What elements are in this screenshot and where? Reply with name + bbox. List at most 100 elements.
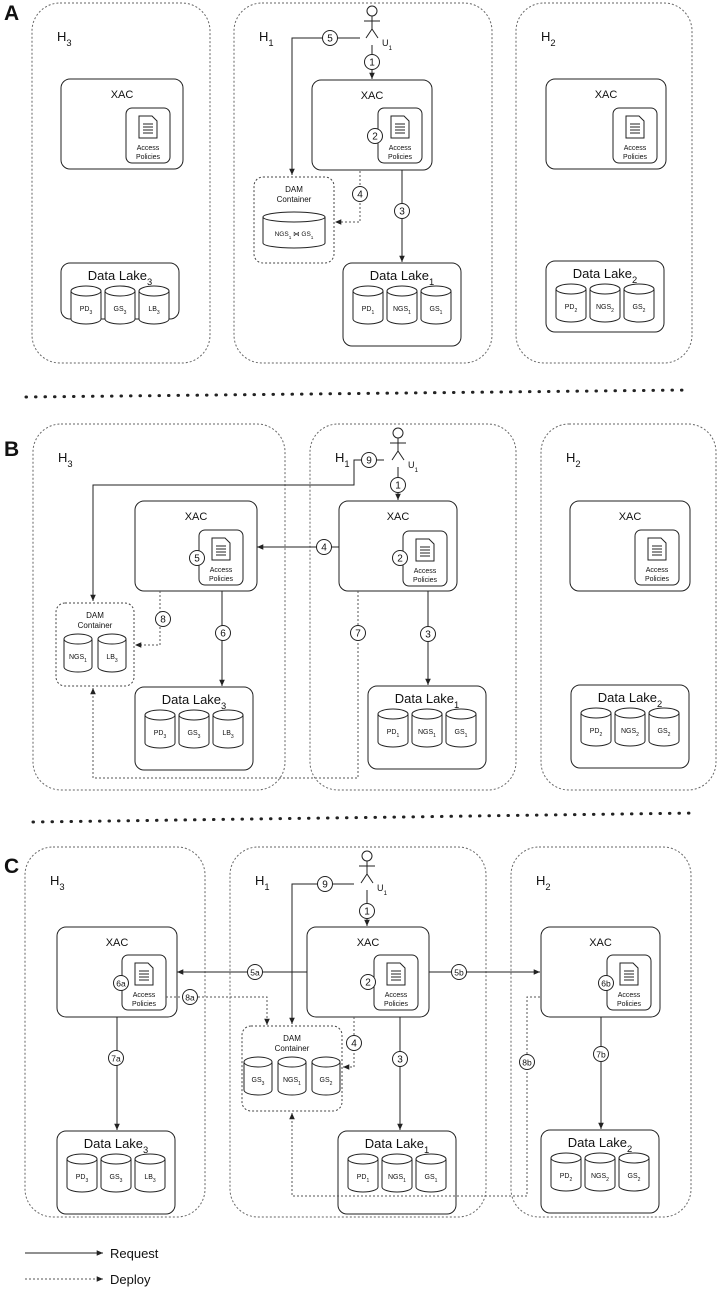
storage-cylinder-icon: GS1 xyxy=(415,1153,447,1193)
document-icon xyxy=(386,962,406,986)
host-h1-box-label: H1 xyxy=(335,450,350,469)
access-policies-label: Access xyxy=(618,992,641,999)
step-badge: 4 xyxy=(316,539,332,555)
step-label: 2 xyxy=(365,978,371,989)
panel-letter: B xyxy=(4,438,19,461)
cylinder-label: NGS1 ⋈ GS1 xyxy=(275,231,314,240)
access-policies-label: Policies xyxy=(384,1001,409,1008)
host-h1-box xyxy=(233,2,493,364)
data-lake-title: Data Lake3 xyxy=(162,692,226,711)
step-label: 3 xyxy=(425,630,431,641)
step-badge: 8 xyxy=(155,611,171,627)
legend-deploy-label: Deploy xyxy=(110,1272,151,1287)
data-lake-title: Data Lake1 xyxy=(370,268,434,287)
storage-cylinder-icon: PD1 xyxy=(377,708,409,748)
storage-cylinder-icon: GS3 xyxy=(178,709,210,749)
step-label: 7a xyxy=(111,1054,121,1064)
host-h2-box xyxy=(540,423,717,791)
step-label: 5 xyxy=(327,34,333,45)
step-label: 4 xyxy=(321,543,327,554)
document-icon xyxy=(625,115,645,139)
storage-cylinder-icon: NGS1 xyxy=(411,708,443,748)
step-label: 6b xyxy=(601,979,611,989)
access-policies-label: Access xyxy=(133,992,156,999)
cylinder-label: PD1 xyxy=(357,1174,370,1184)
step-label: 4 xyxy=(357,190,363,201)
cylinder-label: PD3 xyxy=(80,306,93,316)
storage-cylinder-icon: GS3 xyxy=(104,285,136,325)
step-badge: 2 xyxy=(392,550,408,566)
dam-container-title: Container xyxy=(275,1044,310,1053)
cylinder-label: GS1 xyxy=(430,306,443,316)
deploy-arrow xyxy=(289,996,540,1197)
host-h2-box-label: H2 xyxy=(541,29,556,48)
step-badge: 7 xyxy=(350,625,366,641)
document-icon xyxy=(134,962,154,986)
cylinder-label: PD2 xyxy=(560,1173,573,1183)
step-badge: 9 xyxy=(317,876,333,892)
cylinder-label: NGS2 xyxy=(591,1173,609,1183)
data-lake-title: Data Lake1 xyxy=(365,1136,429,1155)
step-label: 1 xyxy=(364,907,370,918)
storage-cylinder-icon: NGS1 xyxy=(381,1153,413,1193)
host-h2-box xyxy=(515,2,693,364)
step-label: 8b xyxy=(522,1058,532,1068)
step-badge: 5 xyxy=(189,550,205,566)
cylinder-label: LB3 xyxy=(222,730,234,740)
cylinder-label: PD3 xyxy=(76,1174,89,1184)
access-policies-label: Policies xyxy=(413,577,438,584)
xac-title: XAC xyxy=(185,511,208,523)
host-h3-box xyxy=(32,423,286,791)
step-label: 6 xyxy=(220,629,226,640)
storage-cylinder-icon: GS3 xyxy=(100,1153,132,1193)
access-policies-label: Access xyxy=(385,992,408,999)
storage-cylinder-icon: PD3 xyxy=(70,285,102,325)
dam-container-title: Container xyxy=(78,621,113,630)
step-badge: 8b xyxy=(519,1054,535,1070)
xac-title: XAC xyxy=(111,89,134,101)
cylinder-label: LB3 xyxy=(106,654,118,664)
dam-container-title: Container xyxy=(277,195,312,204)
cylinder-label: GS3 xyxy=(110,1174,123,1184)
host-h2-box xyxy=(510,846,692,1218)
document-icon xyxy=(138,115,158,139)
legend-request-label: Request xyxy=(110,1246,159,1261)
cylinder-label: PD3 xyxy=(154,730,167,740)
access-policies-label: Access xyxy=(646,567,669,574)
panel-letter: C xyxy=(4,855,19,878)
user-actor-icon: U1 xyxy=(390,427,419,474)
xac-title: XAC xyxy=(387,511,410,523)
panel-letter: A xyxy=(4,2,19,25)
panel-separator xyxy=(24,388,690,399)
step-badge: 3 xyxy=(420,626,436,642)
step-badge: 4 xyxy=(352,186,368,202)
storage-cylinder-icon: PD2 xyxy=(555,283,587,323)
cylinder-label: GS2 xyxy=(658,728,671,738)
step-badge: 6b xyxy=(598,975,614,991)
cylinder-label: NGS1 xyxy=(388,1174,406,1184)
document-icon xyxy=(390,115,410,139)
dam-container-title: DAM xyxy=(86,611,104,620)
storage-cylinder-icon: LB3 xyxy=(134,1153,166,1193)
step-label: 4 xyxy=(351,1039,357,1050)
host-h1-box xyxy=(229,846,487,1218)
data-lake-title: Data Lake1 xyxy=(395,691,459,710)
storage-cylinder-icon: PD1 xyxy=(352,285,384,325)
access-policies-label: Policies xyxy=(209,576,234,583)
user-actor-icon: U1 xyxy=(359,850,388,897)
step-label: 2 xyxy=(372,132,378,143)
access-policies-label: Policies xyxy=(132,1001,157,1008)
storage-cylinder-icon: GS1 xyxy=(445,708,477,748)
step-label: 6a xyxy=(116,979,126,989)
step-badge: 8a xyxy=(182,989,198,1005)
